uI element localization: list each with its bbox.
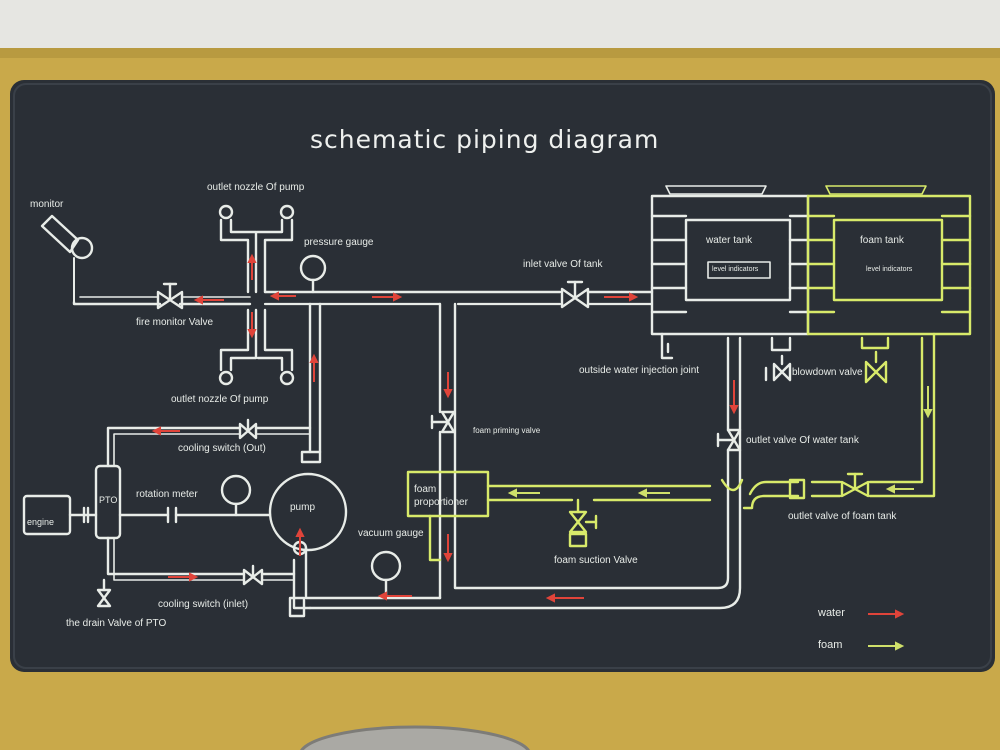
cooling-inlet-pipe — [106, 536, 296, 576]
inlet-valve-tank-symbol — [560, 280, 590, 309]
foam-proportioner-box — [406, 470, 490, 518]
fire-monitor-pipe — [72, 300, 252, 306]
water-flow-arrow — [309, 353, 319, 382]
diagram-panel-border — [13, 83, 992, 669]
top-frame-strip — [0, 0, 1000, 52]
monitor-nozzle — [40, 214, 94, 303]
outlet-nozzle-bottom-manifold — [218, 308, 295, 386]
water-flow-arrow — [295, 527, 305, 556]
label-foam-tank: foam tank — [860, 235, 904, 246]
label-water-tank: water tank — [706, 235, 753, 246]
label-foam-priming-valve: foam priming valve — [473, 426, 541, 435]
label-engine: engine — [27, 517, 55, 527]
water-flow-arrow — [247, 312, 257, 339]
main-suction-pipe — [308, 336, 742, 610]
water-flow-arrow — [372, 292, 403, 302]
foam-flow-arrow — [637, 488, 670, 498]
water-flow-arrow — [604, 292, 639, 302]
water-flow-arrow — [377, 591, 412, 601]
label-level-indicators-foam: level indicators — [866, 266, 913, 273]
knob-handle — [300, 725, 530, 750]
legend-foam-label: foam — [818, 639, 843, 651]
label-pump: pump — [290, 502, 316, 513]
legend-water-line — [868, 609, 905, 619]
foam-tank-body — [806, 185, 972, 336]
water-flow-arrow — [193, 295, 224, 305]
cooling-out-pipe — [106, 426, 312, 468]
foam-check-valve-symbol — [788, 478, 806, 500]
label-level-indicators-water: level indicators — [712, 266, 759, 273]
outlet-valve-foam-tank-symbol — [840, 472, 870, 498]
foam-outlet-pipe — [742, 332, 936, 510]
outlet-valve-water-tank-symbol — [716, 428, 742, 452]
label-fire-monitor-valve: fire monitor Valve — [136, 317, 214, 328]
foam-suction-valve-symbol — [568, 498, 598, 548]
label-foam-proportioner: foam proportioner — [414, 484, 468, 508]
label-pressure-gauge: pressure gauge — [304, 237, 374, 248]
pump-body — [268, 450, 442, 618]
engine-unit — [22, 494, 98, 536]
water-flow-arrow — [168, 572, 199, 582]
diagram-panel — [10, 80, 995, 672]
label-monitor: monitor — [30, 199, 64, 210]
label-outside-water-injection-joint: outside water injection joint — [579, 365, 700, 376]
fire-monitor-valve-symbol — [156, 282, 184, 310]
label-vacuum-gauge: vacuum gauge — [358, 528, 424, 539]
rotation-meter-symbol — [220, 474, 252, 517]
legend-foam-line — [868, 641, 905, 651]
drain-valve-pto-symbol — [96, 578, 112, 608]
top-frame-shadow — [0, 48, 1000, 58]
foam-priming-valve-symbol — [430, 410, 456, 434]
water-flow-arrow — [151, 426, 180, 436]
water-flow-arrow — [443, 372, 453, 399]
label-outlet-nozzle-bottom: outlet nozzle Of pump — [171, 394, 269, 405]
pressure-gauge-symbol — [299, 254, 327, 294]
water-flow-arrow — [545, 593, 584, 603]
legend-water-label: water — [818, 607, 845, 619]
foam-flow-arrow — [885, 484, 914, 494]
foam-flow-arrow — [923, 386, 933, 419]
label-cooling-switch-out: cooling switch (Out) — [178, 443, 266, 454]
label-outlet-valve-water-tank: outlet valve Of water tank — [746, 435, 859, 446]
water-flow-arrow — [247, 253, 257, 280]
label-drain-valve-pto: the drain Valve of PTO — [66, 618, 167, 629]
cooling-switch-inlet-symbol — [242, 564, 264, 586]
cooling-switch-out-symbol — [238, 418, 258, 440]
foam-tank-drain-valve-symbol — [860, 336, 890, 384]
label-outlet-valve-foam-tank: outlet valve of foam tank — [788, 511, 897, 522]
water-flow-arrow — [269, 291, 296, 301]
label-inlet-valve-tank: inlet valve Of tank — [523, 259, 603, 270]
label-pto: PTO — [99, 495, 118, 505]
water-flow-arrow — [443, 534, 453, 563]
label-outlet-nozzle-top: outlet nozzle Of pump — [207, 182, 305, 193]
label-foam-suction-valve: foam suction Valve — [554, 555, 638, 566]
diagram-title: schematic piping diagram — [310, 125, 660, 154]
foam-flow-arrow — [507, 488, 540, 498]
label-cooling-switch-inlet: cooling switch (inlet) — [158, 599, 249, 610]
label-blowdown-valve: blowdown valve — [792, 367, 863, 378]
water-flow-arrow — [729, 380, 739, 415]
label-rotation-meter: rotation meter — [136, 489, 198, 500]
blowdown-valve-symbol — [764, 336, 792, 382]
